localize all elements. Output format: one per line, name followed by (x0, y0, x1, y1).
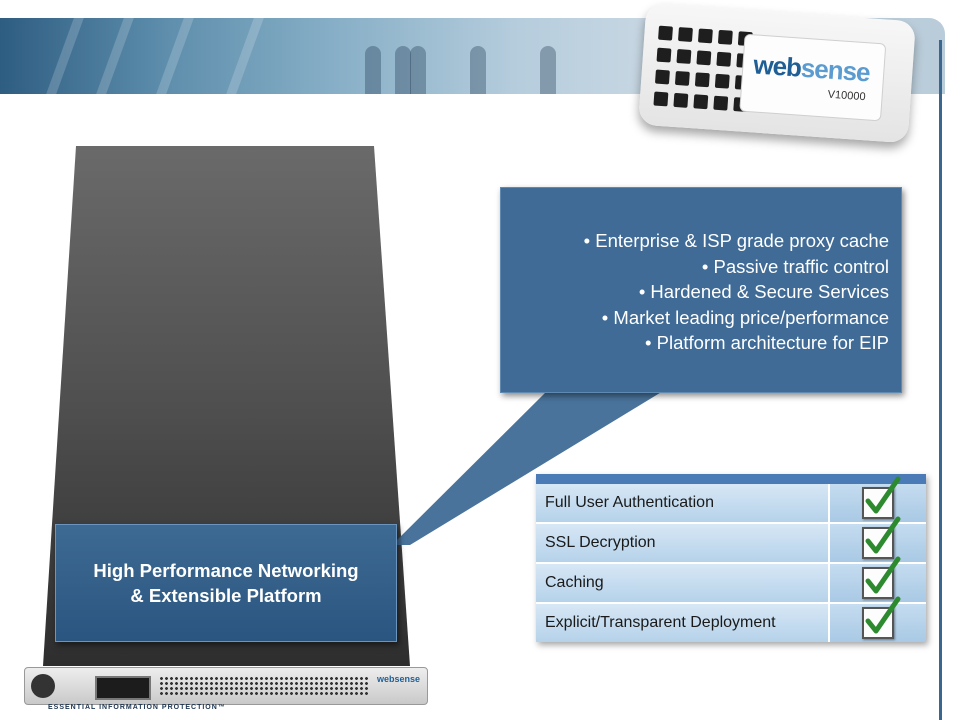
power-knob-icon (31, 674, 55, 698)
feature-label: Caching (536, 564, 830, 602)
feature-label: Explicit/Transparent Deployment (536, 604, 830, 642)
features-callout: • Enterprise & ISP grade proxy cache • P… (500, 187, 902, 393)
feature-table: Full User Authentication SSL Decryption … (536, 474, 926, 642)
table-row: Caching (536, 556, 926, 604)
callout-bullet-list: • Enterprise & ISP grade proxy cache • P… (584, 228, 889, 356)
feature-label: SSL Decryption (536, 524, 830, 562)
vent-dots (159, 676, 369, 696)
bullet-item: • Market leading price/performance (601, 306, 889, 328)
bullet-item: • Passive traffic control (701, 255, 889, 277)
feature-label: Full User Authentication (536, 484, 830, 522)
checkbox-checked-icon (862, 556, 901, 599)
bullet-item: • Hardened & Secure Services (638, 281, 889, 302)
drive-port (95, 676, 151, 700)
platform-label-line1: High Performance Networking (93, 560, 359, 581)
right-border-line (939, 40, 942, 720)
bullet-item: • Platform architecture for EIP (645, 332, 889, 353)
table-row: Explicit/Transparent Deployment (536, 596, 926, 642)
server-chassis: websense (24, 667, 428, 705)
table-row: Full User Authentication (536, 476, 926, 524)
platform-label-line2: & Extensible Platform (130, 585, 322, 606)
checkbox-checked-icon (862, 516, 901, 559)
platform-label-box: High Performance Networking & Extensible… (55, 524, 397, 642)
footer-tagline: ESSENTIAL INFORMATION PROTECTION™ (48, 704, 226, 711)
bullet-item: • Enterprise & ISP grade proxy cache (583, 230, 889, 251)
checkbox-checked-icon (862, 476, 901, 519)
table-row: SSL Decryption (536, 516, 926, 564)
server-logo: websense (377, 674, 421, 684)
checkbox-checked-icon (862, 596, 901, 639)
